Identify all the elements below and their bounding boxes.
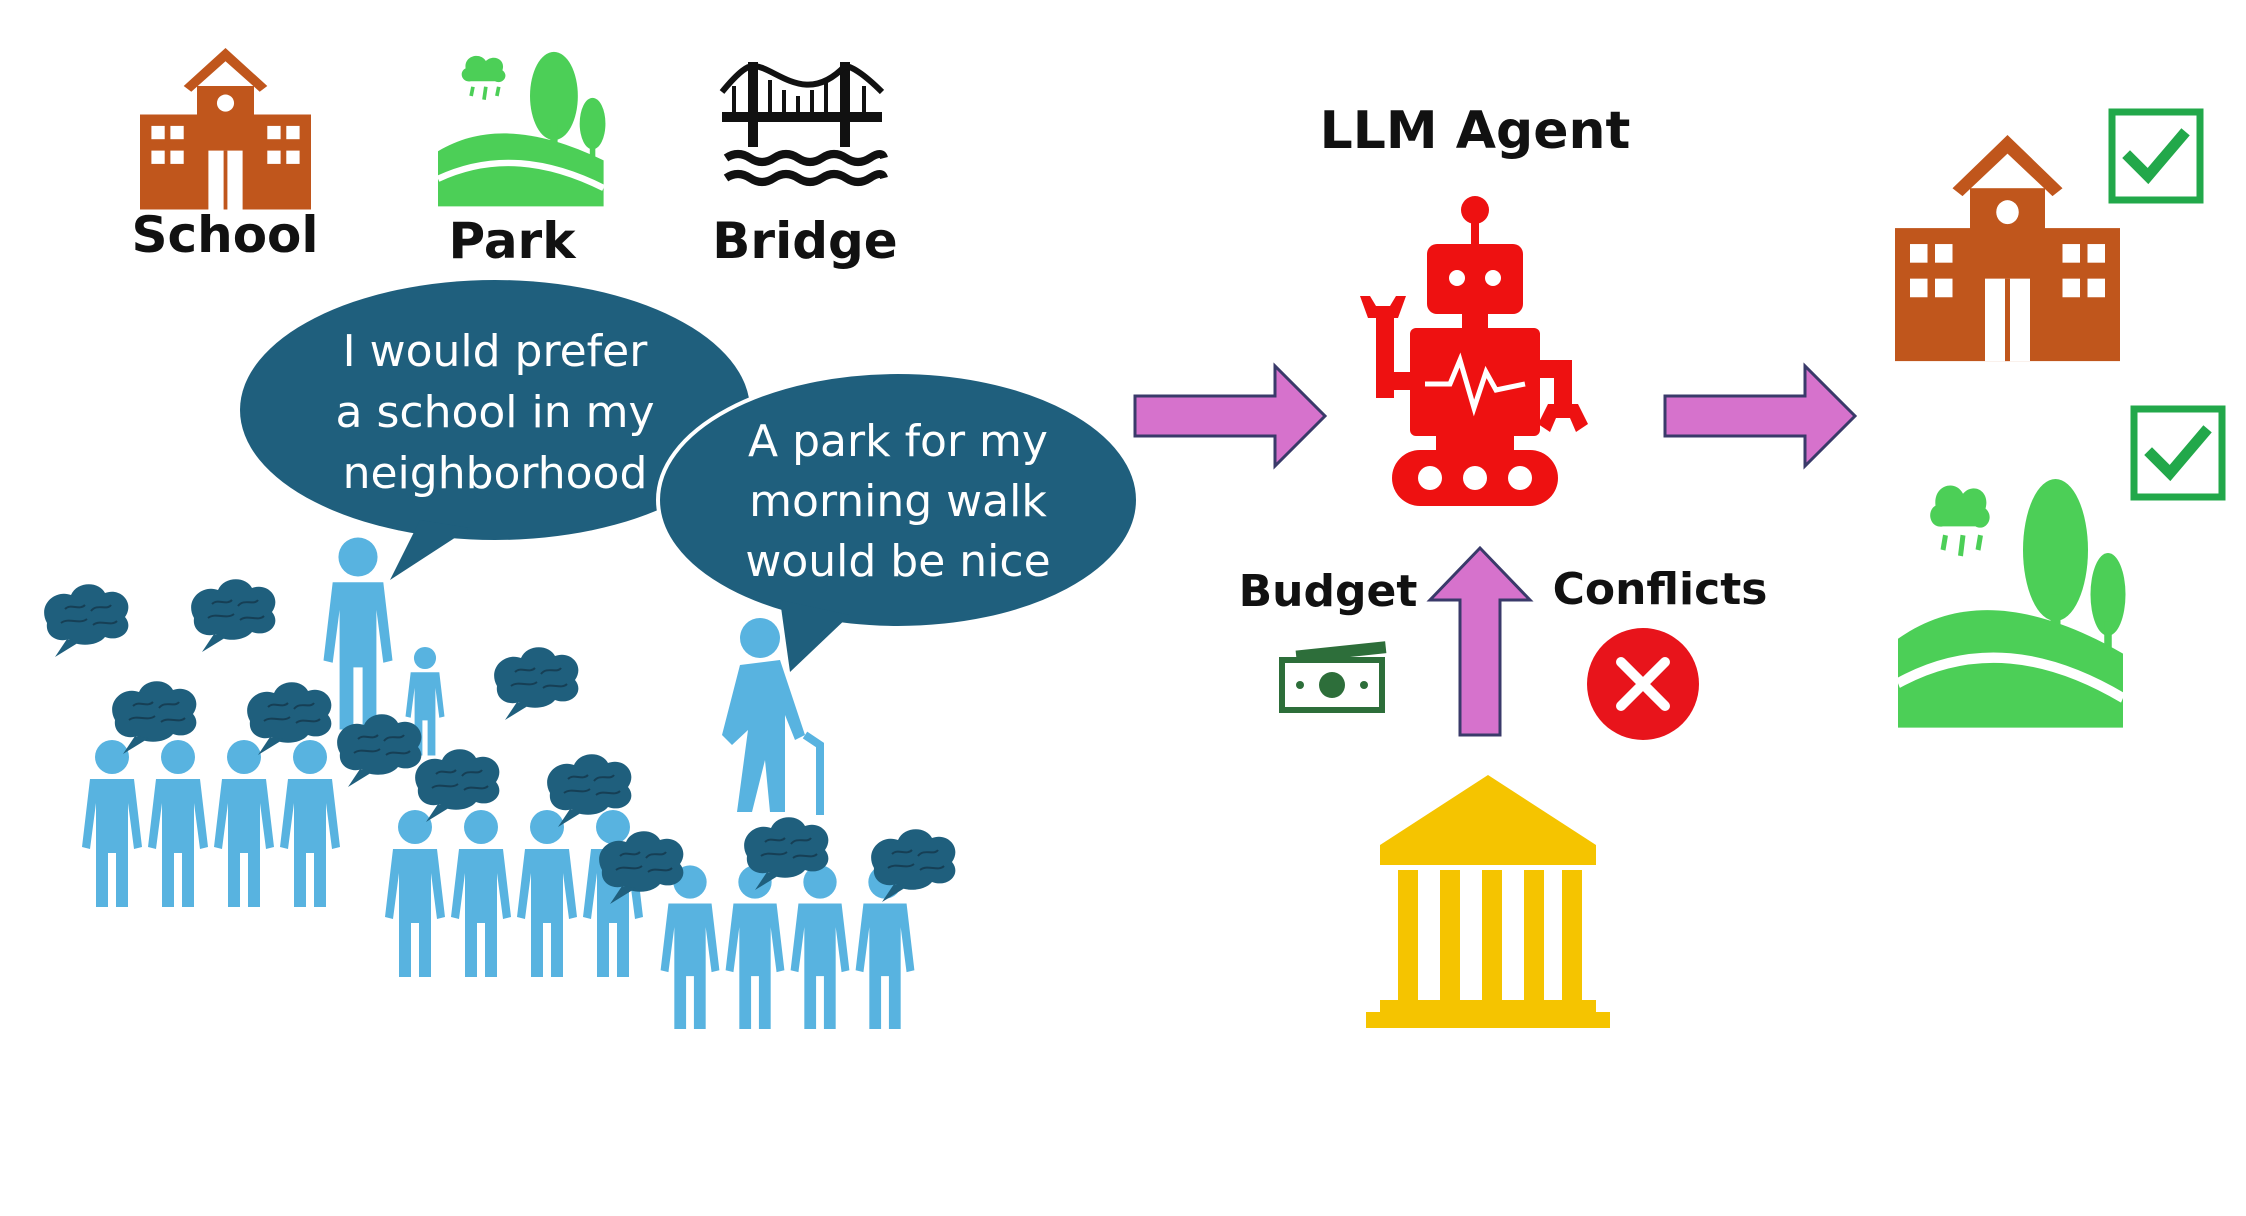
citizen-group (82, 740, 340, 907)
bubble-line: a school in my (336, 387, 655, 438)
citizens-crowd (43, 537, 957, 1029)
bubble-line: neighborhood (343, 448, 648, 499)
agent-label: LLM Agent (1320, 101, 1631, 161)
park-label: Park (449, 212, 578, 270)
arrow-to-outcome (1663, 364, 1857, 468)
check-icon (2112, 112, 2200, 200)
money-icon (1279, 641, 1387, 713)
bridge-icon (719, 62, 888, 186)
output-park (1898, 409, 2222, 728)
school-icon (140, 48, 311, 210)
output-school (1895, 112, 2200, 362)
elder-icon (722, 618, 824, 815)
arrow-to-agent (1133, 364, 1327, 468)
government-icon (1366, 775, 1610, 1028)
park-icon (1898, 479, 2126, 728)
bubble-line: A park for my (748, 416, 1048, 467)
bubble-line: would be nice (745, 536, 1050, 587)
parent-icon (323, 537, 393, 730)
budget-label: Budget (1239, 566, 1418, 617)
school-label: School (131, 206, 318, 264)
conflicts-label: Conflicts (1553, 564, 1768, 615)
park-type: Park (438, 52, 605, 270)
check-icon (2134, 409, 2222, 497)
bubble-line: I would prefer (343, 326, 649, 377)
school-type: School (131, 48, 319, 264)
bubble-line: morning walk (749, 476, 1047, 527)
citizen-group (660, 865, 915, 1029)
arrow-up-to-agent (1426, 545, 1534, 737)
school-icon (1895, 135, 2120, 362)
speech-bubble-school: I would prefer a school in my neighborho… (240, 280, 750, 580)
speech-bubble-park: A park for my morning walk would be nice (656, 370, 1140, 672)
bridge-label: Bridge (712, 212, 897, 270)
bridge-type: Bridge (712, 62, 898, 270)
cross-icon (1587, 628, 1699, 740)
park-icon (438, 52, 605, 207)
robot-icon (1360, 196, 1588, 506)
citizen-group (385, 810, 643, 977)
